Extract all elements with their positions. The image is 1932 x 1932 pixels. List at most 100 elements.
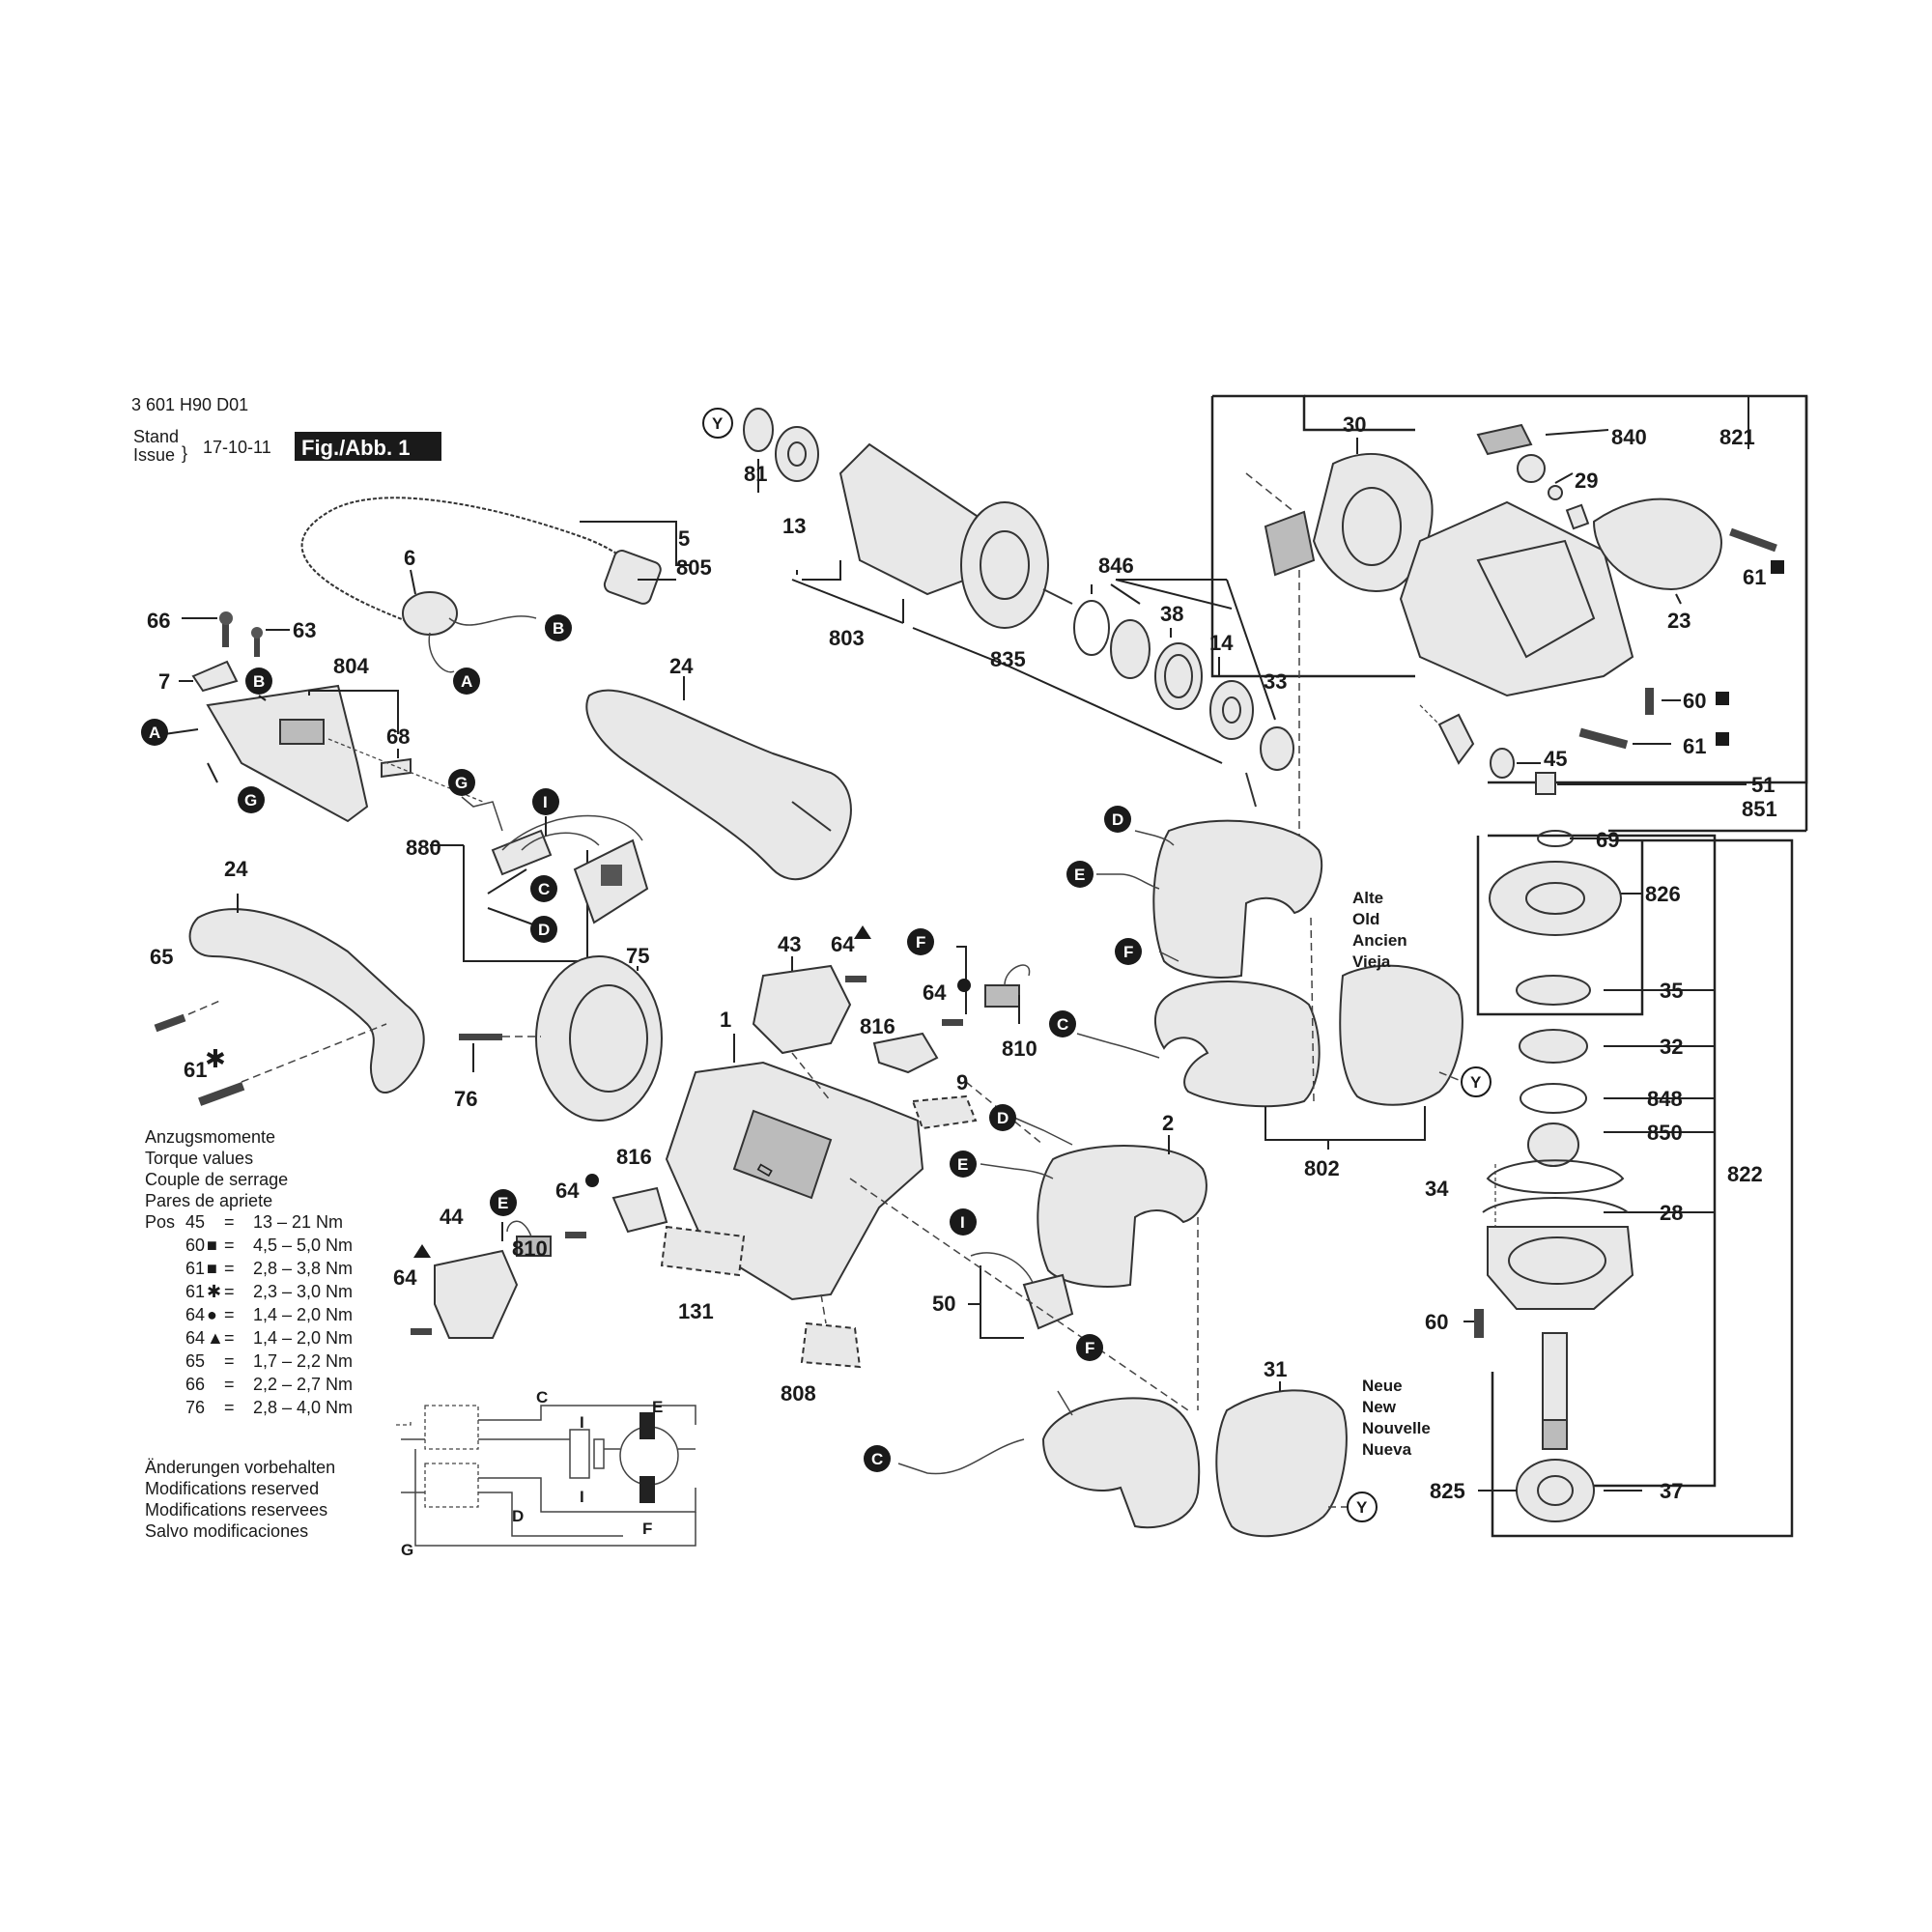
label-p846: 846	[1098, 554, 1134, 578]
screw-60b	[1474, 1309, 1484, 1338]
wire-C-lower	[897, 1438, 1025, 1475]
lead-C-880	[487, 868, 527, 895]
lead-840	[1545, 429, 1609, 436]
label-p31: 31	[1264, 1357, 1287, 1381]
label-p850: 850	[1647, 1121, 1683, 1145]
screw-61-star	[198, 1082, 245, 1106]
torque-symbol: ■	[207, 1259, 217, 1278]
new-de: Neue	[1362, 1377, 1403, 1395]
handle-24-upper	[585, 689, 852, 881]
label-p69: 69	[1596, 828, 1619, 852]
torque-value: 1,4 – 2,0 Nm	[253, 1328, 353, 1348]
cord-strain-relief	[402, 591, 458, 636]
stand-label: Stand	[133, 427, 179, 446]
bevel-gear-826-hub	[1525, 882, 1585, 915]
label-p64b: 64	[923, 980, 947, 1005]
lead-G-left	[207, 762, 218, 783]
label-p63: 63	[293, 618, 316, 642]
bracket-822	[1488, 834, 1717, 1488]
label-p816b: 816	[616, 1145, 652, 1169]
torque-value: 2,2 – 2,7 Nm	[253, 1375, 353, 1394]
bushing-51	[1535, 772, 1556, 795]
switch-body	[206, 684, 369, 823]
wire-D-upper	[1134, 830, 1175, 846]
bracket-frame-left	[1210, 396, 1415, 678]
ring-35	[1516, 975, 1591, 1006]
lead-846-a	[1110, 583, 1141, 605]
brush-holder-816a	[872, 1032, 939, 1074]
svg-text:D: D	[997, 1109, 1009, 1127]
dash-61	[241, 1023, 387, 1083]
label-p75: 75	[626, 944, 649, 968]
pinion	[1437, 713, 1475, 765]
washer-846b	[1110, 619, 1151, 679]
connector-C-field1: C	[1049, 1010, 1076, 1037]
label-p37: 37	[1660, 1479, 1683, 1503]
shaft-pin	[1245, 772, 1257, 808]
brush-wire-a	[1004, 964, 1031, 986]
armature-fan	[960, 501, 1049, 629]
connector-50	[1022, 1273, 1074, 1330]
bracket-840	[1212, 394, 1415, 432]
spindle-lock-button	[1476, 423, 1533, 456]
carbon-brush-810b	[516, 1236, 552, 1257]
svg-text:F: F	[916, 933, 925, 952]
lead-6	[410, 569, 416, 595]
flange-tab	[1264, 510, 1316, 577]
torque-equals: =	[224, 1328, 235, 1348]
spindle	[1542, 1332, 1568, 1421]
torque-pos: 61	[185, 1259, 205, 1278]
torque-heading-de: Anzugsmomente	[145, 1127, 275, 1147]
schem-F: F	[642, 1520, 652, 1538]
label-p35: 35	[1660, 979, 1683, 1003]
flange-28	[1487, 1226, 1634, 1310]
label-p60b: 60	[1425, 1310, 1448, 1334]
connector-D-mid: D	[530, 916, 557, 943]
screw-63	[254, 633, 260, 657]
dash-43	[791, 1052, 832, 1102]
spring-28	[1482, 1197, 1629, 1213]
label-p851: 851	[1742, 797, 1777, 821]
torque-equals: =	[224, 1212, 235, 1232]
armature-fan-hub	[980, 530, 1030, 600]
bevel-gear-826	[1489, 861, 1622, 936]
dash-pinion	[1419, 704, 1440, 725]
nut-45	[1490, 748, 1515, 779]
old-de: Alte	[1352, 889, 1383, 907]
dash-65	[187, 999, 223, 1015]
brush-cover-43	[752, 964, 852, 1055]
torque-symbol: ▲	[207, 1328, 224, 1348]
label-p61c: 61	[1683, 734, 1706, 758]
module-chip	[601, 865, 622, 886]
triangle-64d	[413, 1244, 431, 1258]
svg-text:C: C	[1057, 1015, 1068, 1034]
lead-29	[1554, 472, 1574, 484]
lead-23	[1675, 593, 1682, 605]
brush-cover-44	[434, 1249, 519, 1339]
label-p43: 43	[778, 932, 801, 956]
plate-34	[1486, 1159, 1625, 1194]
new-es: Nueva	[1362, 1440, 1412, 1459]
svg-text:D: D	[1112, 810, 1123, 829]
label-p835: 835	[990, 647, 1026, 671]
wire-C-upper	[1076, 1033, 1160, 1059]
torque-equals: =	[224, 1351, 235, 1371]
connector-B-top: B	[545, 614, 572, 641]
screw-64b	[942, 1019, 963, 1026]
seal-32	[1519, 1029, 1588, 1064]
dot-64c	[585, 1174, 599, 1187]
brush-holder-816b	[611, 1186, 668, 1234]
screw-61b	[1578, 727, 1629, 750]
ring-29	[1548, 485, 1563, 500]
connector-E-field1: E	[1066, 861, 1094, 888]
schem-I2: I	[580, 1488, 584, 1506]
module-wire-1	[501, 814, 643, 851]
label-p822: 822	[1727, 1162, 1763, 1186]
label-p28: 28	[1660, 1201, 1683, 1225]
svg-text:I: I	[960, 1213, 965, 1232]
svg-text:G: G	[455, 774, 468, 792]
label-p64a: 64	[831, 932, 855, 956]
torque-pos: 66	[185, 1375, 205, 1394]
disclaimer-fr: Modifications reservees	[145, 1500, 327, 1520]
label-p68: 68	[386, 724, 410, 749]
